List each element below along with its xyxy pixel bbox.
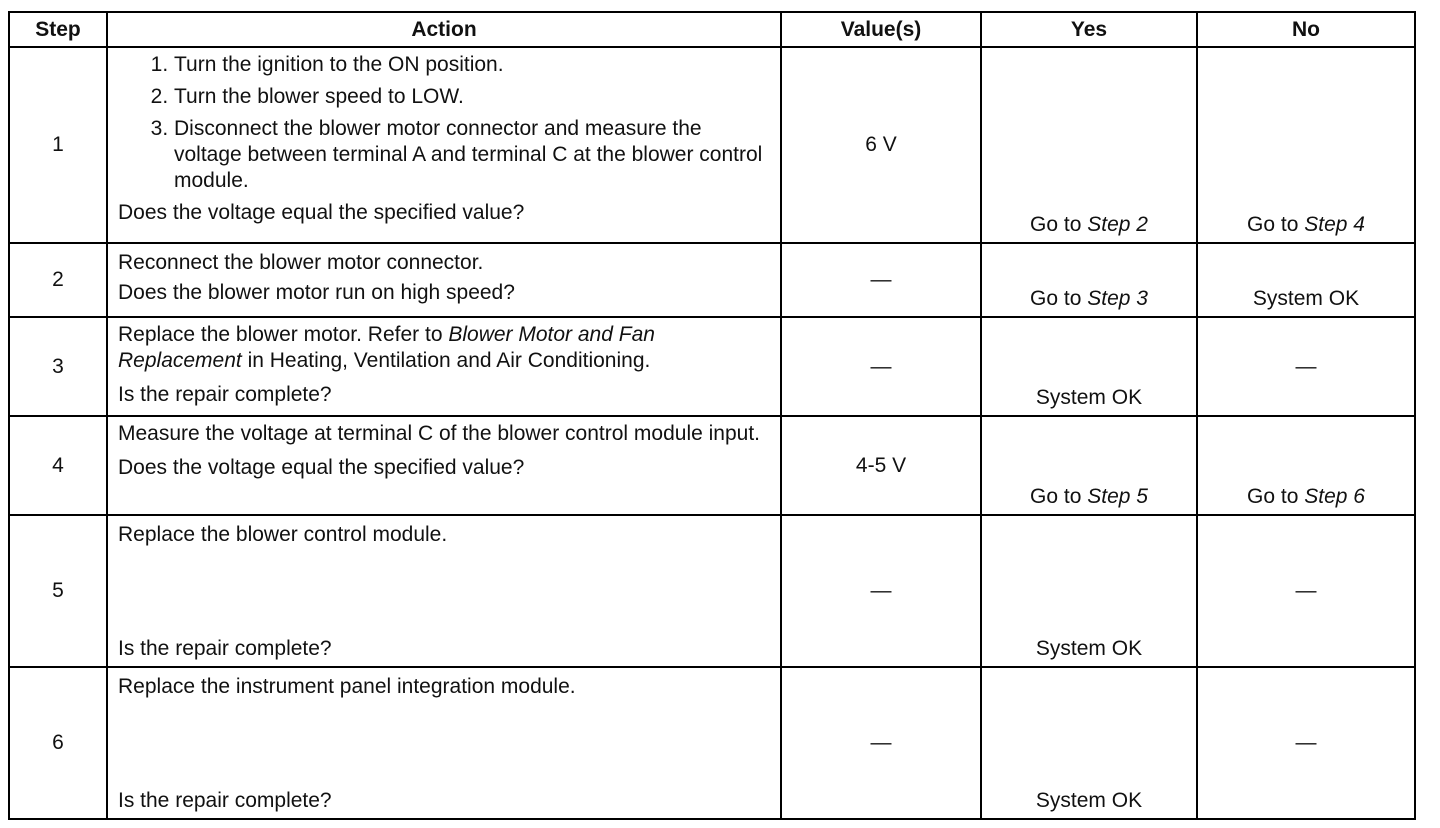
- list-item: Turn the blower speed to LOW.: [174, 84, 770, 110]
- yes-cell: System OK: [980, 666, 1198, 820]
- yes-step-ref: Step 3: [1087, 287, 1148, 310]
- table-row: 5 Replace the blower control module. Is …: [8, 514, 1416, 668]
- action-text-b: in Heating, Ventilation and Air Conditio…: [241, 349, 651, 372]
- step-number: 3: [8, 316, 108, 417]
- step-number: 5: [8, 514, 108, 668]
- value-cell: —: [780, 242, 982, 318]
- no-step-ref: Step 4: [1304, 213, 1365, 236]
- action-question: Does the blower motor run on high speed?: [118, 281, 515, 304]
- yes-cell: Go to Step 2: [980, 46, 1198, 244]
- action-text-a: Replace the blower motor. Refer to: [118, 323, 449, 346]
- no-step-ref: Step 6: [1304, 485, 1365, 508]
- value-cell: 4-5 V: [780, 415, 982, 516]
- header-step: Step: [8, 11, 108, 48]
- action-text: Reconnect the blower motor connector.: [118, 251, 484, 274]
- action-cell: Measure the voltage at terminal C of the…: [106, 415, 782, 516]
- action-cell: Turn the ignition to the ON position. Tu…: [106, 46, 782, 244]
- action-list: Turn the ignition to the ON position. Tu…: [118, 52, 770, 194]
- value-cell: —: [780, 316, 982, 417]
- value-cell: 6 V: [780, 46, 982, 244]
- action-question: Is the repair complete?: [118, 637, 332, 660]
- yes-step-ref: Step 2: [1087, 213, 1148, 236]
- table-row: 1 Turn the ignition to the ON position. …: [8, 46, 1416, 244]
- action-question: Is the repair complete?: [118, 383, 332, 406]
- header-values: Value(s): [780, 11, 982, 48]
- yes-prefix: Go to: [1030, 213, 1088, 236]
- value-cell: —: [780, 514, 982, 668]
- table-row: 3 Replace the blower motor. Refer to Blo…: [8, 316, 1416, 417]
- yes-cell: Go to Step 5: [980, 415, 1198, 516]
- diagnostic-table: Step Action Value(s) Yes No 1 Turn the i…: [8, 11, 1416, 820]
- action-question: Does the voltage equal the specified val…: [118, 201, 525, 224]
- no-cell: —: [1196, 316, 1416, 417]
- step-number: 4: [8, 415, 108, 516]
- list-item: Turn the ignition to the ON position.: [174, 52, 770, 78]
- value-cell: —: [780, 666, 982, 820]
- no-cell: System OK: [1196, 242, 1416, 318]
- action-cell: Reconnect the blower motor connector. Do…: [106, 242, 782, 318]
- no-cell: —: [1196, 514, 1416, 668]
- header-row: Step Action Value(s) Yes No: [8, 11, 1416, 48]
- step-number: 2: [8, 242, 108, 318]
- yes-cell: System OK: [980, 514, 1198, 668]
- table-row: 4 Measure the voltage at terminal C of t…: [8, 415, 1416, 516]
- table-row: 6 Replace the instrument panel integrati…: [8, 666, 1416, 820]
- reference-title: Blower Motor and Fan Replacement: [118, 323, 655, 372]
- action-question: Is the repair complete?: [118, 789, 332, 812]
- action-text: Replace the blower motor. Refer to Blowe…: [118, 322, 770, 374]
- no-prefix: Go to: [1247, 213, 1305, 236]
- step-number: 1: [8, 46, 108, 244]
- action-question: Does the voltage equal the specified val…: [118, 456, 525, 479]
- action-cell: Replace the instrument panel integration…: [106, 666, 782, 820]
- table-row: 2 Reconnect the blower motor connector. …: [8, 242, 1416, 318]
- no-prefix: Go to: [1247, 485, 1305, 508]
- no-cell: —: [1196, 666, 1416, 820]
- action-text: Measure the voltage at terminal C of the…: [118, 422, 761, 445]
- action-text: Replace the instrument panel integration…: [118, 675, 576, 698]
- yes-cell: Go to Step 3: [980, 242, 1198, 318]
- yes-step-ref: Step 5: [1087, 485, 1148, 508]
- header-action: Action: [106, 11, 782, 48]
- step-number: 6: [8, 666, 108, 820]
- header-no: No: [1196, 11, 1416, 48]
- no-cell: Go to Step 4: [1196, 46, 1416, 244]
- action-text: Replace the blower control module.: [118, 523, 448, 546]
- no-cell: Go to Step 6: [1196, 415, 1416, 516]
- yes-prefix: Go to: [1030, 485, 1088, 508]
- list-item: Disconnect the blower motor connector an…: [174, 116, 770, 194]
- yes-cell: System OK: [980, 316, 1198, 417]
- yes-prefix: Go to: [1030, 287, 1088, 310]
- action-cell: Replace the blower control module. Is th…: [106, 514, 782, 668]
- header-yes: Yes: [980, 11, 1198, 48]
- action-cell: Replace the blower motor. Refer to Blowe…: [106, 316, 782, 417]
